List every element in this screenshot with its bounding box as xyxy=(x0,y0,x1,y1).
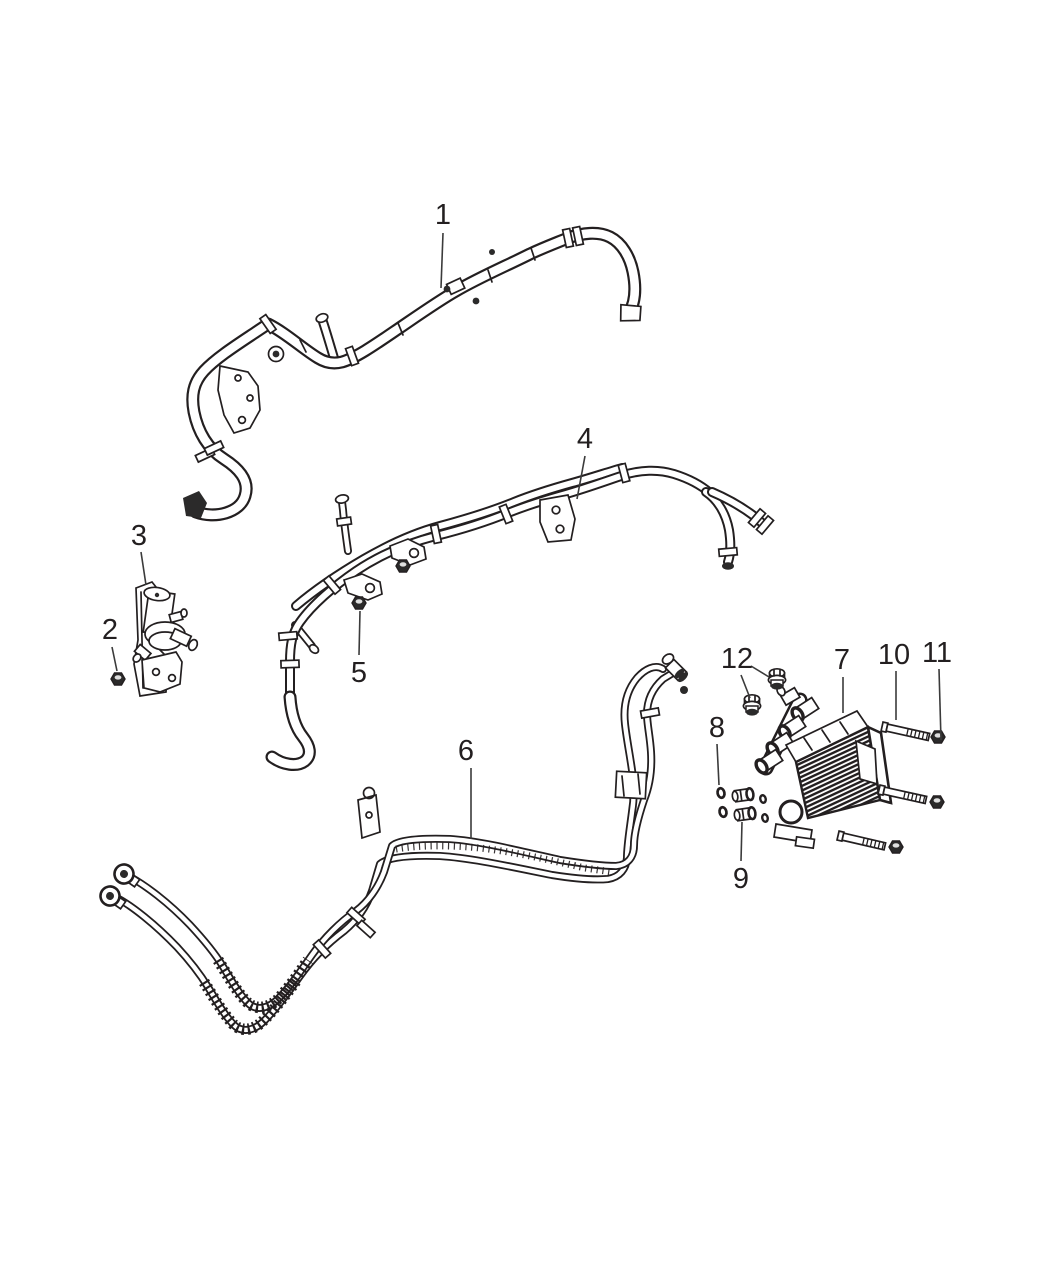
line-end-fitting xyxy=(109,859,144,893)
callout-leader-8 xyxy=(716,743,720,786)
callout-number-8: 8 xyxy=(709,712,725,744)
tube-bracket-arm xyxy=(389,538,427,566)
callout-number-6: 6 xyxy=(458,735,474,767)
cooler-label-patch xyxy=(855,739,878,786)
callout-3: 3 xyxy=(131,520,147,586)
callout-number-4: 4 xyxy=(577,423,593,455)
tube-bracket-plate xyxy=(539,494,576,543)
callout-number-3: 3 xyxy=(131,520,147,552)
callout-8: 8 xyxy=(709,712,725,786)
callout-leader-12 xyxy=(750,665,770,678)
callout-number-7: 7 xyxy=(834,644,850,676)
callout-leader-9 xyxy=(740,821,743,862)
hose-end-fitting xyxy=(183,491,207,518)
aux-coolant-pump-3 xyxy=(132,580,199,697)
callout-10: 10 xyxy=(878,639,910,720)
callout-number-5: 5 xyxy=(351,657,367,689)
callout-leader-12 xyxy=(740,674,751,699)
callout-leader-4 xyxy=(576,455,586,500)
bracket-nut-5 xyxy=(351,596,367,610)
callout-leader-11 xyxy=(938,668,942,741)
callout-7: 7 xyxy=(834,644,850,713)
callout-leader-3 xyxy=(140,551,147,586)
bracket-nut xyxy=(395,559,411,573)
hose-end-fitting xyxy=(619,303,642,322)
tube-bracket-arm xyxy=(342,573,383,601)
callout-leader-2 xyxy=(111,646,118,672)
callout-number-10: 10 xyxy=(878,639,910,671)
callout-11: 11 xyxy=(922,637,952,741)
callout-4: 4 xyxy=(576,423,593,500)
callout-leader-5 xyxy=(358,610,361,656)
callout-12: 12 xyxy=(721,643,770,699)
callout-number-2: 2 xyxy=(102,614,118,646)
callout-5: 5 xyxy=(351,610,367,689)
callout-number-11: 11 xyxy=(922,637,952,669)
callout-1: 1 xyxy=(435,199,451,289)
heater-tube-assembly-4 xyxy=(272,462,775,764)
callout-number-1: 1 xyxy=(435,199,451,231)
cooler-clamp xyxy=(778,799,804,825)
oil-cooler-7 xyxy=(752,685,893,850)
callout-9: 9 xyxy=(733,821,749,895)
callout-number-12: 12 xyxy=(721,643,753,675)
callout-leader-1 xyxy=(440,232,444,289)
mounting-bracket xyxy=(217,364,261,435)
pump-nut-2 xyxy=(110,672,126,686)
callout-2: 2 xyxy=(102,614,118,672)
tube-fittings-9 xyxy=(730,786,758,823)
callout-number-9: 9 xyxy=(733,863,749,895)
line-bracket xyxy=(357,793,381,840)
callout-6: 6 xyxy=(458,735,474,839)
line-connector-block xyxy=(614,770,648,800)
pump-bracket-foot xyxy=(141,651,183,693)
heater-hose-assembly-1 xyxy=(183,225,642,518)
oil-cooler-lines-6 xyxy=(95,653,691,1030)
